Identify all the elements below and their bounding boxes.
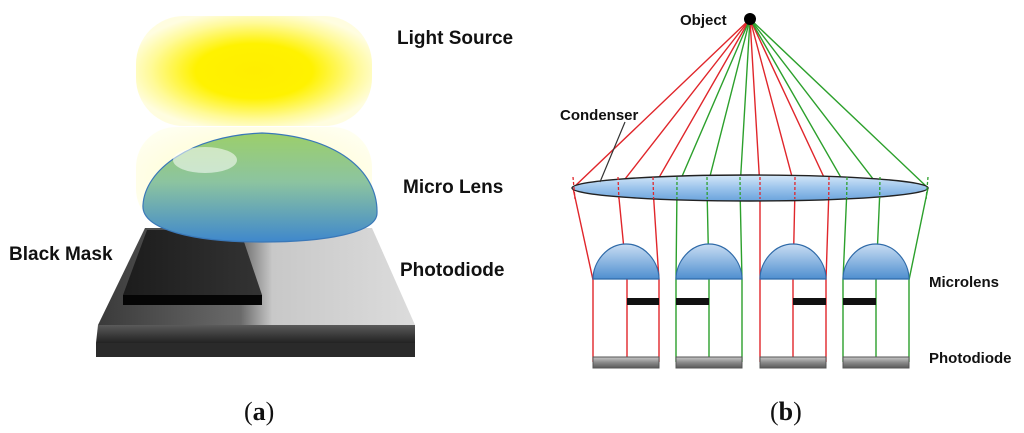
- caption-b-open: (: [770, 397, 779, 426]
- micro-lens-label: Micro Lens: [403, 177, 503, 198]
- caption-b-letter: b: [779, 397, 793, 426]
- ray-5: [706, 18, 751, 362]
- black-mask-3: [793, 298, 826, 305]
- condenser-lens: [571, 174, 929, 202]
- ray-4: [675, 18, 751, 362]
- condenser-label: Condenser: [560, 107, 639, 124]
- micro-lens: [142, 132, 378, 243]
- condenser-crossings: [572, 176, 929, 200]
- ray-1: [572, 18, 751, 362]
- microlens-array: [592, 243, 910, 280]
- ray-12: [749, 18, 929, 362]
- black-mask-1: [627, 298, 659, 305]
- ray-10: [749, 18, 848, 362]
- ray-7: [749, 18, 761, 362]
- photodiode-label-b: Photodiode: [929, 350, 1012, 367]
- photodiode-4: [842, 356, 910, 369]
- caption-b-close: ): [793, 397, 802, 426]
- caption-a-letter: a: [253, 397, 266, 426]
- object-label: Object: [680, 12, 727, 29]
- light-source-label: Light Source: [397, 28, 513, 49]
- caption-b: (b): [770, 397, 802, 426]
- panel-b: Object Condenser Microlens Photodiode (b…: [560, 12, 1012, 426]
- panel-a: Light Source Micro Lens Black Mask Photo…: [9, 16, 513, 426]
- black-mask-array: [627, 298, 876, 305]
- photodiode-2: [675, 356, 743, 369]
- photodiode-3: [759, 356, 827, 369]
- microlens-2: [675, 243, 743, 280]
- microlens-1: [592, 243, 660, 280]
- microlens-3: [759, 243, 827, 280]
- ray-crossing-2: [617, 176, 620, 200]
- ray-8: [749, 18, 796, 362]
- ray-11: [749, 18, 881, 362]
- photodiode-label-a: Photodiode: [400, 260, 504, 281]
- microlens-4: [842, 243, 910, 280]
- ray-2: [617, 18, 751, 362]
- ray-6: [739, 18, 751, 362]
- ray-3: [652, 18, 751, 362]
- black-mask-2: [676, 298, 709, 305]
- light-source: [136, 16, 372, 126]
- caption-a: (a): [244, 397, 274, 426]
- black-mask-label: Black Mask: [9, 244, 113, 265]
- microlens-label: Microlens: [929, 274, 999, 291]
- rays: [572, 18, 929, 362]
- photodiode-array: [592, 356, 910, 369]
- condenser-pointer: [599, 121, 626, 183]
- black-mask: [123, 230, 262, 305]
- black-mask-4: [843, 298, 876, 305]
- ray-crossing-3: [652, 176, 655, 200]
- ray-9: [749, 18, 830, 362]
- object-point: [744, 13, 756, 25]
- caption-a-open: (: [244, 397, 253, 426]
- ray-crossing-12: [925, 176, 929, 200]
- ray-crossing-1: [572, 176, 576, 200]
- photodiode-1: [592, 356, 660, 369]
- caption-a-close: ): [266, 397, 275, 426]
